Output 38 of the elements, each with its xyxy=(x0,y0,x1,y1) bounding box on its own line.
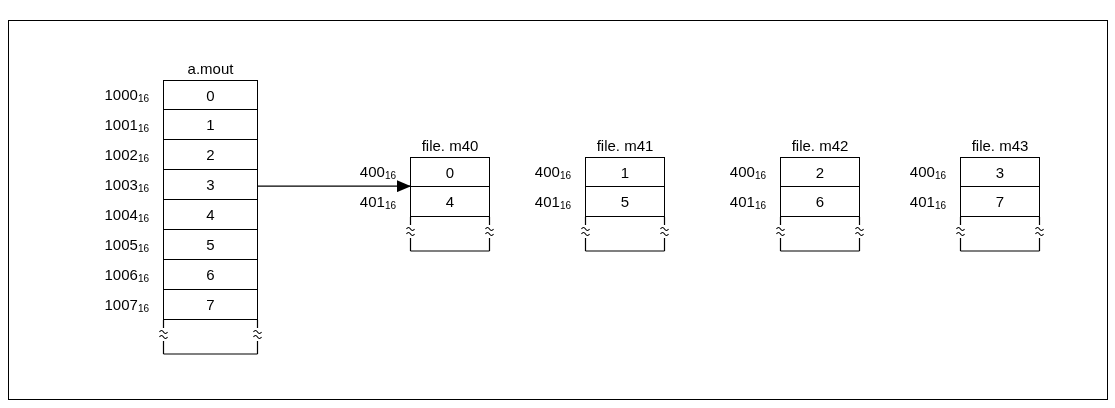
address-label: 400$_{16}$ xyxy=(534,162,571,183)
column-title: file. m41 xyxy=(595,136,655,156)
address-label: 1000$_{16}$ xyxy=(104,85,149,106)
address-label: 1007$_{16}$ xyxy=(104,295,149,316)
address-label: 401$_{16}$ xyxy=(909,192,946,213)
memory-cell: 7 xyxy=(163,290,258,320)
address-label: 1001$_{16}$ xyxy=(104,115,149,136)
column-title: file. m40 xyxy=(420,136,480,156)
address-label: 400$_{16}$ xyxy=(359,162,396,183)
memory-cell: 3 xyxy=(960,157,1040,187)
address-label: 400$_{16}$ xyxy=(729,162,766,183)
address-label: 401$_{16}$ xyxy=(729,192,766,213)
column-title: a.mout xyxy=(186,59,235,79)
address-label: 1002$_{16}$ xyxy=(104,145,149,166)
address-label: 401$_{16}$ xyxy=(534,192,571,213)
column-title: file. m42 xyxy=(790,136,850,156)
address-label: 401$_{16}$ xyxy=(359,192,396,213)
address-label: 1005$_{16}$ xyxy=(104,235,149,256)
memory-cell: 7 xyxy=(960,187,1040,217)
address-label: 1006$_{16}$ xyxy=(104,265,149,286)
memory-cell: 4 xyxy=(163,200,258,230)
address-label: 1004$_{16}$ xyxy=(104,205,149,226)
memory-cell: 3 xyxy=(163,170,258,200)
address-label: 1003$_{16}$ xyxy=(104,175,149,196)
address-label: 400$_{16}$ xyxy=(909,162,946,183)
memory-cell: 5 xyxy=(163,230,258,260)
memory-cell: 4 xyxy=(410,187,490,217)
memory-cell: 6 xyxy=(163,260,258,290)
memory-cell: 1 xyxy=(163,110,258,140)
memory-cell: 2 xyxy=(780,157,860,187)
memory-cell: 0 xyxy=(410,157,490,187)
arrow xyxy=(257,180,411,193)
memory-cell: 5 xyxy=(585,187,665,217)
memory-cell: 2 xyxy=(163,140,258,170)
column-title: file. m43 xyxy=(970,136,1030,156)
memory-cell: 6 xyxy=(780,187,860,217)
memory-cell: 0 xyxy=(163,80,258,110)
memory-cell: 1 xyxy=(585,157,665,187)
